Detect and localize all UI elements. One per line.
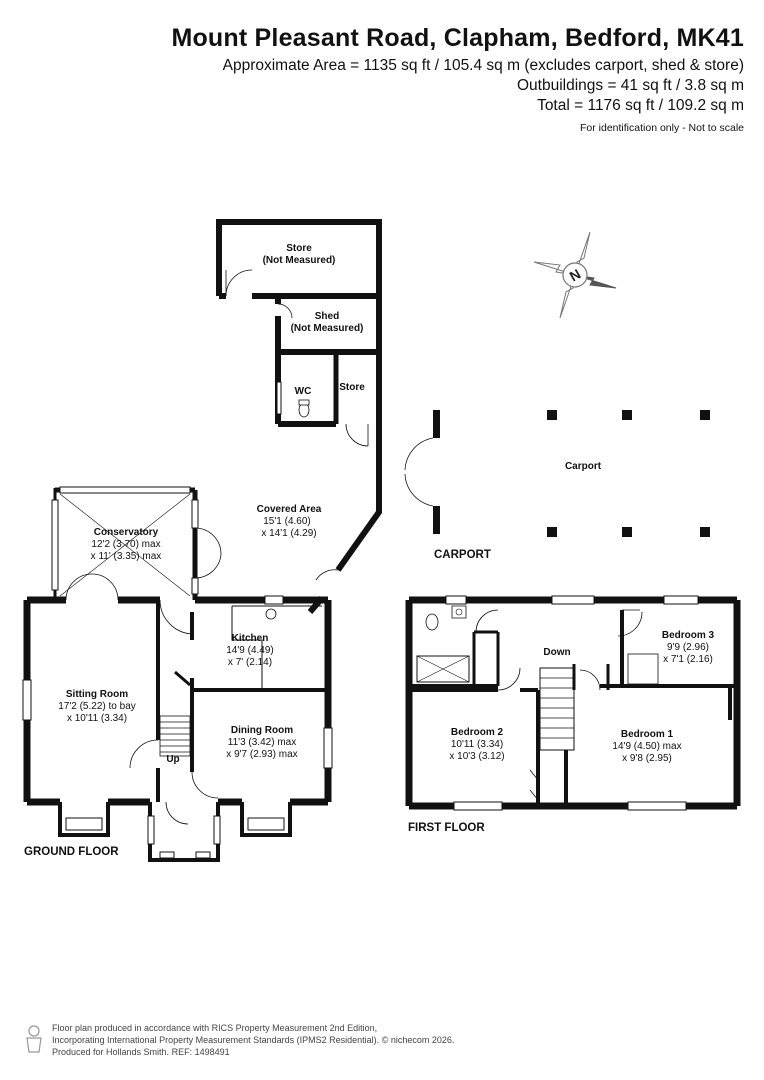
sitting-room-dim2: x 10'11 (3.34) — [67, 713, 127, 724]
rics-logo-icon — [24, 1024, 44, 1059]
store-small-label: Store — [339, 382, 365, 393]
footer-line-3: Produced for Hollands Smith. REF: 149849… — [52, 1046, 454, 1058]
store-top-sub: (Not Measured) — [263, 255, 336, 266]
stairs-up-label: Up — [166, 754, 179, 765]
store-top-label: Store — [286, 243, 312, 254]
footer-line-2-text: Incorporating International Property Mea… — [52, 1035, 380, 1045]
footer-copyright: © nichecom 2026. — [381, 1035, 455, 1045]
wc-label: WC — [295, 386, 312, 397]
footer-ref: REF: 1498491 — [171, 1047, 230, 1057]
shed-label: Shed — [315, 311, 339, 322]
conservatory-structure — [51, 486, 222, 635]
footer-produced-for: Produced for Hollands Smith. — [52, 1047, 170, 1057]
conservatory-dim1: 12'2 (3.70) max — [91, 539, 160, 550]
first-floor-walls — [405, 595, 741, 811]
bedroom-1-dim2: x 9'8 (2.95) — [622, 753, 672, 764]
ground-floor-label: GROUND FLOOR — [24, 846, 119, 858]
conservatory-label: Conservatory — [94, 527, 159, 538]
ground-floor-stairs — [159, 670, 191, 757]
bedroom-3-dim1: 9'9 (2.96) — [667, 642, 709, 653]
plan-footer: Floor plan produced in accordance with R… — [52, 1022, 454, 1058]
bedroom-3-label: Bedroom 3 — [662, 630, 715, 641]
sitting-room-dim1: 17'2 (5.22) to bay — [58, 701, 136, 712]
covered-area-dim2: x 14'1 (4.29) — [261, 528, 316, 539]
compass-icon: N — [533, 231, 617, 319]
kitchen-label: Kitchen — [232, 633, 269, 644]
footer-line-2: Incorporating International Property Mea… — [52, 1034, 454, 1046]
footer-line-1: Floor plan produced in accordance with R… — [52, 1023, 378, 1033]
total-area: Total = 1176 sq ft / 109.2 sq m — [537, 97, 744, 114]
covered-area-wall — [307, 500, 382, 614]
plan-header: Mount Pleasant Road, Clapham, Bedford, M… — [171, 24, 744, 134]
bedroom-1-dim1: 14'9 (4.50) max — [612, 741, 681, 752]
carport-gates — [404, 437, 434, 507]
store-outbuilding — [216, 219, 382, 299]
dining-room-label: Dining Room — [231, 725, 293, 736]
conservatory-dim2: x 11' (3.35) max — [91, 551, 162, 562]
bedroom-2-dim2: x 10'3 (3.12) — [449, 751, 504, 762]
sitting-room-label: Sitting Room — [66, 689, 128, 700]
covered-area-label: Covered Area — [257, 504, 322, 515]
scale-note: For identification only - Not to scale — [580, 122, 744, 134]
first-floor-label: FIRST FLOOR — [408, 822, 485, 834]
approximate-area: Approximate Area = 1135 sq ft / 105.4 sq… — [222, 57, 744, 74]
wc-and-store — [275, 352, 382, 500]
bedroom-2-label: Bedroom 2 — [451, 727, 504, 738]
carport-label: CARPORT — [434, 549, 491, 561]
dining-room-dim2: x 9'7 (2.93) max — [226, 749, 297, 760]
carport-posts — [433, 410, 710, 537]
room-labels: Store (Not Measured) Shed (Not Measured)… — [58, 243, 714, 765]
kitchen-dim2: x 7' (2.14) — [228, 657, 272, 668]
bedroom-1-label: Bedroom 1 — [621, 729, 674, 740]
carport-area-label: Carport — [565, 461, 602, 472]
kitchen-dim1: 14'9 (4.49) — [226, 645, 274, 656]
floor-labels: GROUND FLOOR CARPORT FIRST FLOOR — [24, 549, 491, 858]
stairs-down-label: Down — [543, 647, 570, 658]
shed-outbuilding — [275, 296, 382, 355]
ground-floor-walls — [22, 595, 333, 862]
property-title: Mount Pleasant Road, Clapham, Bedford, M… — [171, 24, 744, 52]
bedroom-2-dim1: 10'11 (3.34) — [451, 739, 503, 750]
bedroom-3-dim2: x 7'1 (2.16) — [663, 654, 713, 665]
covered-area-dim1: 15'1 (4.60) — [263, 516, 311, 527]
outbuildings-area: Outbuildings = 41 sq ft / 3.8 sq m — [516, 77, 744, 94]
shed-sub: (Not Measured) — [291, 323, 364, 334]
dining-room-dim1: 11'3 (3.42) max — [228, 737, 296, 748]
